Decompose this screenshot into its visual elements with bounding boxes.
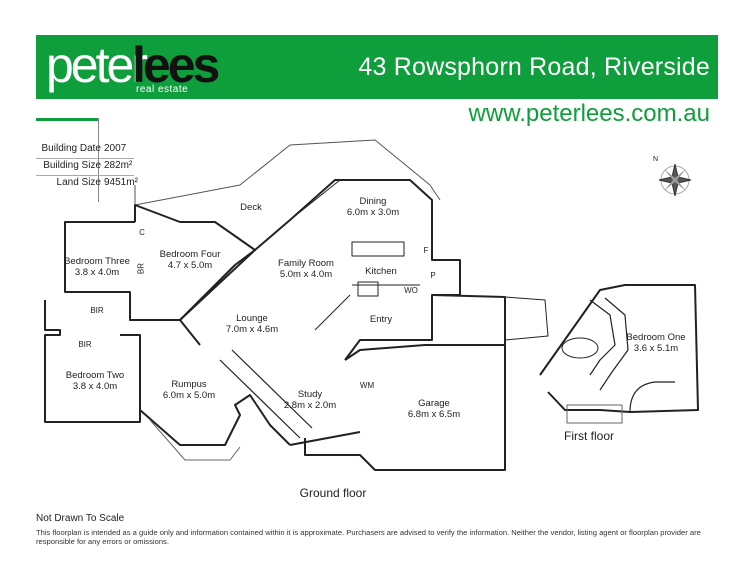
room-label-bedroom-four: Bedroom Four 4.7 x 5.0m — [160, 249, 221, 271]
info-label: Land Size — [56, 177, 101, 188]
deck-line-lower — [289, 179, 341, 221]
room-name: Dining — [359, 196, 387, 207]
room-label-family-room: Family Room 5.0m x 4.0m — [278, 258, 334, 280]
label-wall-oven: WO — [404, 286, 418, 295]
label-fridge: F — [423, 246, 429, 255]
header-banner: peter lees real estate 43 Rowsphorn Road… — [36, 35, 718, 99]
label-washing-machine: WM — [359, 381, 375, 390]
garage-wall — [304, 344, 506, 471]
room-name: Bedroom One — [626, 332, 686, 343]
first-floor-walls — [539, 284, 699, 424]
room-size: 6.0m x 5.0m — [162, 390, 216, 401]
room-size: 2.8m x 2.0m — [283, 400, 337, 411]
room-name: Bedroom Three — [64, 256, 130, 267]
room-name: Study — [297, 389, 323, 400]
label-cupboard: C — [139, 228, 145, 237]
table-accent-bar — [36, 118, 98, 121]
info-row-building-date: Building Date 2007 — [36, 143, 186, 159]
compass-rose-icon: N — [653, 156, 695, 205]
company-logo[interactable]: peter lees real estate — [46, 37, 220, 96]
room-label-dining: Dining 6.0m x 3.0m — [347, 196, 399, 218]
lounge-family-divider — [314, 294, 351, 331]
bath-oval — [561, 337, 599, 359]
room-size: 3.8 x 4.0m — [72, 381, 118, 392]
kitchen-island — [351, 241, 405, 257]
room-name: Family Room — [278, 258, 334, 269]
hall-wall — [219, 359, 301, 439]
room-size: 3.6 x 5.1m — [633, 343, 679, 354]
info-value: 2007 — [104, 143, 127, 154]
info-row-land-size: Land Size 9451m² — [36, 177, 186, 193]
first-floor-outline — [539, 284, 699, 413]
lounge-family-wall — [254, 179, 461, 361]
ground-floor-caption: Ground floor — [299, 486, 367, 500]
room-size: 6.8m x 6.5m — [407, 409, 461, 420]
room-label-garage: Garage 6.8m x 6.5m — [408, 398, 460, 420]
room-size: 5.0m x 4.0m — [279, 269, 333, 280]
room-name: Garage — [418, 398, 450, 409]
room-label-kitchen: Kitchen — [365, 266, 397, 277]
lounge-diagonal — [179, 249, 256, 321]
rumpus-wall — [139, 335, 291, 446]
room-label-entry: Entry — [369, 314, 393, 325]
room-size: 6.0m x 3.0m — [346, 207, 400, 218]
label-bathroom: BR — [136, 262, 146, 275]
table-rule — [36, 158, 134, 159]
study-wall — [289, 431, 361, 446]
label-robe-three: BIR — [90, 306, 104, 315]
kitchen-cooktop — [357, 281, 379, 297]
info-label: Building Size — [43, 160, 101, 171]
room-label-bedroom-three: Bedroom Three 3.8 x 4.0m — [64, 256, 130, 278]
ground-floor-walls — [44, 139, 549, 471]
logo-text-peter: peter — [46, 37, 148, 93]
room-name: Bedroom Two — [65, 370, 125, 381]
room-name: Rumpus — [171, 379, 207, 390]
rumpus-lounge-wall — [179, 319, 201, 346]
not-to-scale-note: Not Drawn To Scale — [36, 513, 125, 524]
west-wing-wall — [64, 204, 256, 321]
room-label-rumpus: Rumpus 6.0m x 5.0m — [163, 379, 215, 401]
info-value: 9451m² — [104, 177, 138, 188]
hall-wall-2 — [231, 349, 313, 429]
property-address: 43 Rowsphorn Road, Riverside — [358, 53, 710, 81]
website-link[interactable]: www.peterlees.com.au — [468, 100, 710, 127]
disclaimer-text: This floorplan is intended as a guide on… — [36, 528, 701, 546]
stair-curve — [589, 299, 616, 376]
logo-text-lees: lees — [132, 37, 220, 93]
first-floor-caption: First floor — [563, 429, 615, 443]
room-label-bedroom-one: Bedroom One 3.6 x 5.1m — [626, 332, 685, 354]
compass-north-label: N — [653, 156, 659, 163]
label-robe-two: BIR — [78, 340, 92, 349]
room-size: 3.8 x 4.0m — [74, 267, 120, 278]
room-label-study: Study 2.8m x 2.0m — [284, 389, 336, 411]
room-label-deck: Deck — [240, 202, 262, 213]
label-pantry: P — [430, 271, 436, 280]
table-rule — [36, 175, 134, 176]
table-divider — [98, 118, 99, 202]
rumpus-deck — [149, 419, 241, 461]
info-value: 282m² — [104, 160, 133, 171]
stair-curve-2 — [599, 297, 629, 391]
room-label-bedroom-two: Bedroom Two 3.8 x 4.0m — [66, 370, 124, 392]
info-row-building-size: Building Size 282m² — [36, 160, 186, 176]
room-size: 4.7 x 5.0m — [167, 260, 213, 271]
room-name: Lounge — [236, 313, 268, 324]
room-label-lounge: Lounge 7.0m x 4.6m — [226, 313, 278, 335]
bedroom-two-wall — [44, 300, 141, 423]
landing-curve — [629, 381, 675, 413]
logo-tagline: real estate — [134, 84, 191, 95]
info-label: Building Date — [41, 143, 101, 154]
room-size: 7.0m x 4.6m — [225, 324, 279, 335]
first-floor-deck — [566, 404, 623, 424]
room-name: Bedroom Four — [159, 249, 221, 260]
entry-wall — [431, 294, 506, 345]
entry-porch — [504, 296, 549, 341]
